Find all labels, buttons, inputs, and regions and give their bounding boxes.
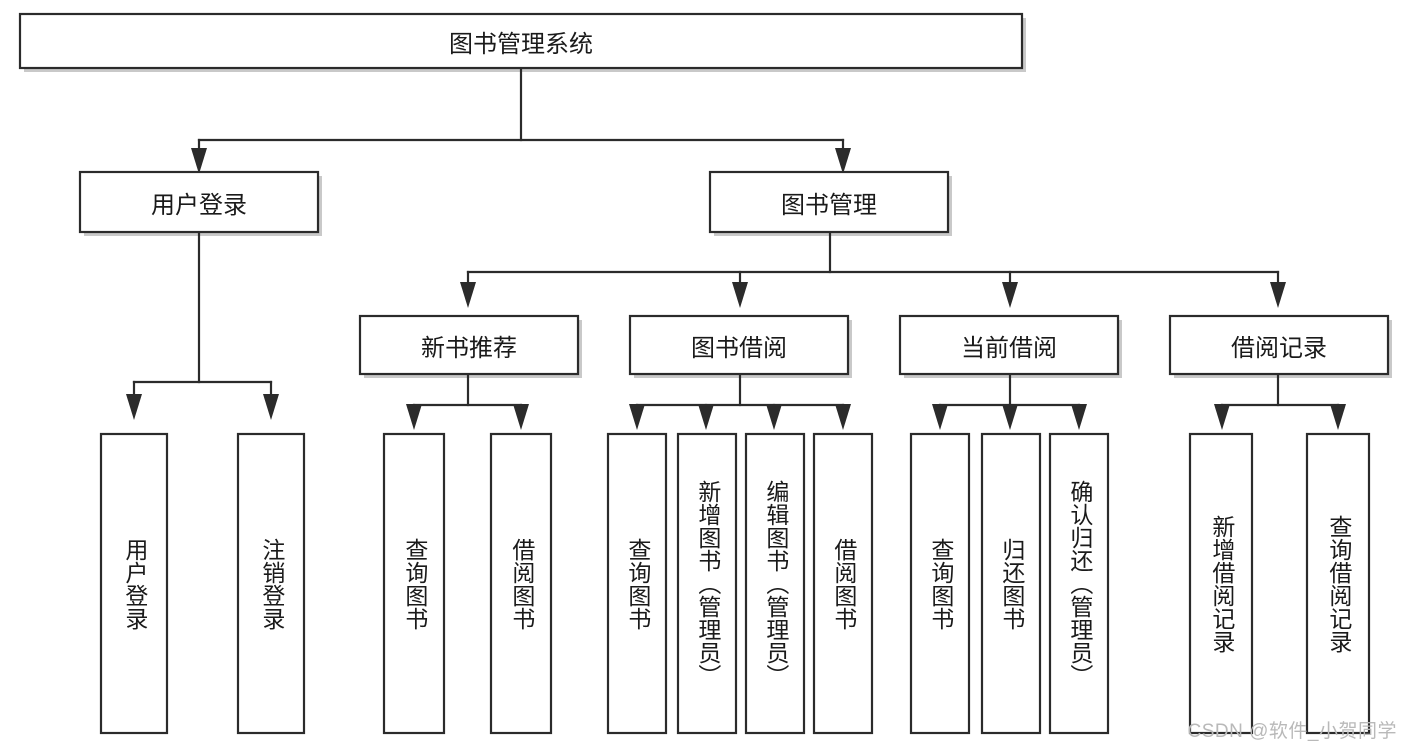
node-new-book-recommend-box[interactable] [358,314,580,376]
node-leaf-borrow-book-2-box[interactable] [812,432,874,735]
node-leaf-borrow-book-1-box[interactable] [489,432,553,735]
node-leaf-add-record-box[interactable] [1188,432,1254,735]
node-leaf-query-book-1-box[interactable] [382,432,446,735]
node-user-login-box[interactable] [78,170,320,234]
node-leaf-query-book-2-box[interactable] [606,432,668,735]
node-leaf-user-login-box[interactable] [99,432,169,735]
connector-bookborrow-to-leaves [629,372,851,430]
connector-currentborrow-to-leaves [932,372,1087,430]
node-borrow-record-box[interactable] [1168,314,1390,376]
node-book-borrow-box[interactable] [628,314,850,376]
connector-root-to-level2 [191,66,851,174]
connector-newbook-to-leaves [406,372,529,430]
node-leaf-query-book-3-box[interactable] [909,432,971,735]
node-leaf-edit-book-box[interactable] [744,432,806,735]
node-book-manage-box[interactable] [708,170,950,234]
connector-userlogin-to-leaves [126,230,279,420]
node-root-box[interactable] [18,12,1024,70]
connector-bookmanage-to-level3 [460,230,1286,308]
node-leaf-user-logout-box[interactable] [236,432,306,735]
node-leaf-add-book-box[interactable] [676,432,738,735]
connector-borrowrecord-to-leaves [1214,372,1346,430]
node-leaf-return-book-box[interactable] [980,432,1042,735]
node-leaf-query-record-box[interactable] [1305,432,1371,735]
node-current-borrow-box[interactable] [898,314,1120,376]
node-leaf-confirm-return-box[interactable] [1048,432,1110,735]
